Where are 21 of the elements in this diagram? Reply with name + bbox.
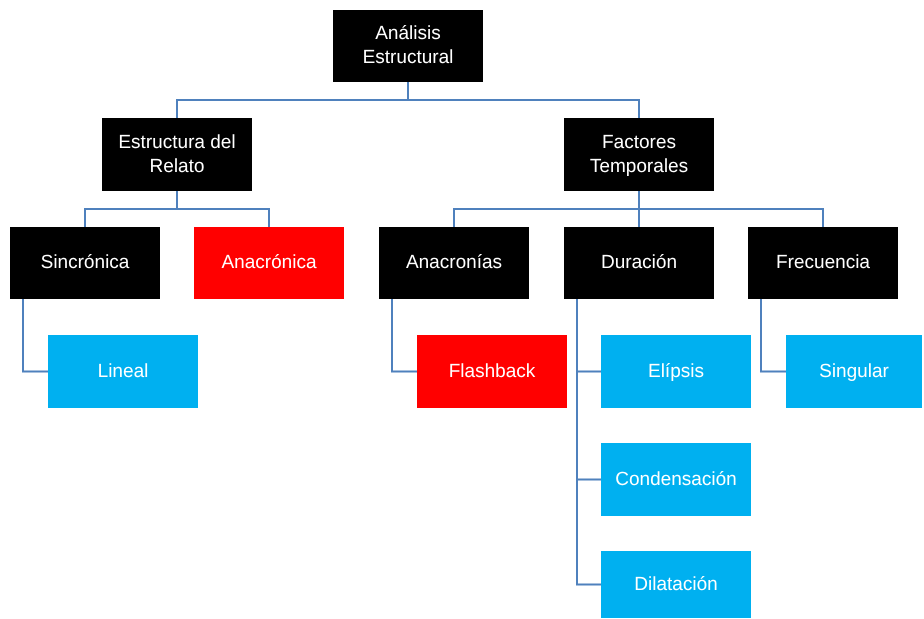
node-box: Duración: [564, 227, 714, 299]
node-box: Condensación: [601, 443, 751, 516]
connector-line: [760, 299, 786, 372]
connector-line: [576, 299, 601, 586]
connector-line: [391, 299, 417, 372]
node-box: Dilatación: [601, 551, 751, 618]
connector-line: [407, 82, 640, 118]
node-box: Estructura del Relato: [102, 118, 252, 191]
node-box: Lineal: [48, 335, 198, 408]
node-box: Sincrónica: [10, 227, 160, 299]
node-box: Análisis Estructural: [333, 10, 483, 82]
node-box: Anacrónica: [194, 227, 344, 299]
node-box: Singular: [786, 335, 922, 408]
node-box: Anacronías: [379, 227, 529, 299]
node-box: Elípsis: [601, 335, 751, 408]
node-box: Flashback: [417, 335, 567, 408]
node-box: Frecuencia: [748, 227, 898, 299]
node-box: Factores Temporales: [564, 118, 714, 191]
connector-line: [22, 299, 48, 372]
connector-line: [176, 191, 270, 227]
connector-line: [638, 191, 824, 227]
